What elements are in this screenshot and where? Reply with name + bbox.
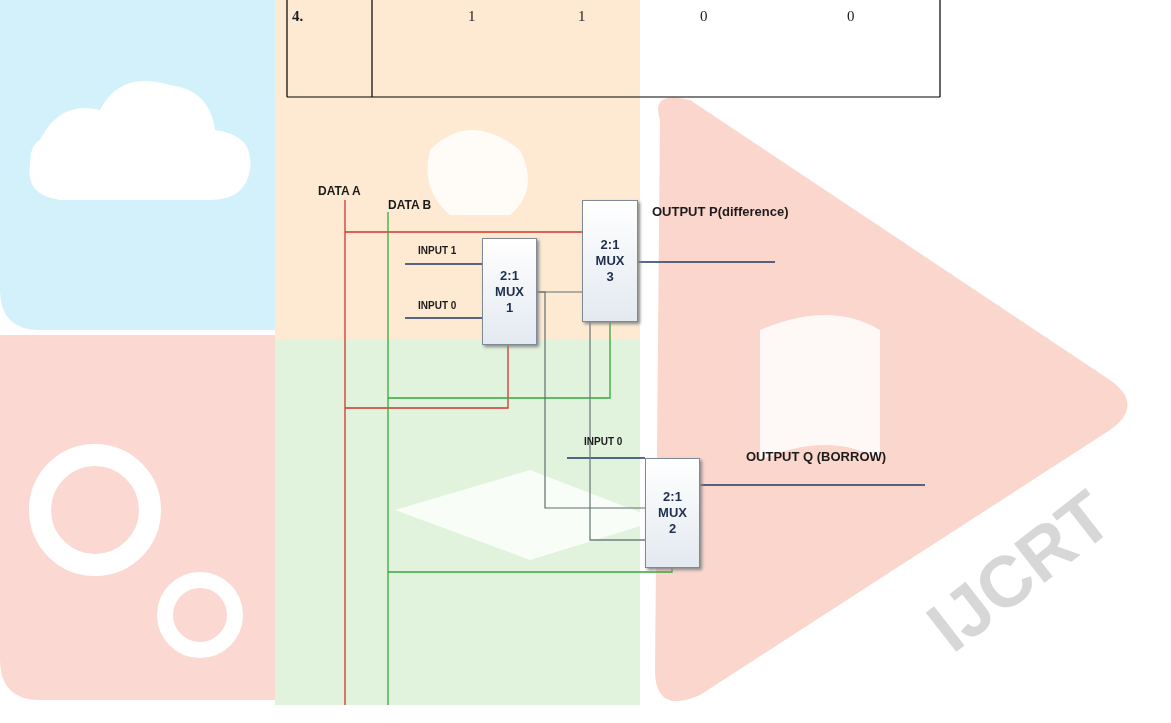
mux-label: 2:1 MUX 3 (596, 237, 625, 285)
signal-name: DATA B (388, 198, 431, 212)
table-cell: 0 (847, 8, 855, 25)
mux-block: 2:1 MUX 2 (645, 458, 700, 568)
mux-block: 2:1 MUX 3 (582, 200, 638, 322)
row-number: 4. (292, 8, 303, 25)
signal-wire (537, 292, 645, 508)
table-border (287, 0, 940, 97)
pin-name: INPUT 0 (584, 436, 622, 447)
signal-wires (345, 200, 925, 705)
table-cell: 0 (700, 8, 708, 25)
output-name: OUTPUT P(difference) (652, 204, 789, 219)
table-cell: 1 (468, 8, 476, 25)
mux-label: 2:1 MUX 1 (495, 268, 524, 316)
pin-name: INPUT 1 (418, 245, 456, 256)
mux-block: 2:1 MUX 1 (482, 238, 537, 345)
mux-label: 2:1 MUX 2 (658, 489, 687, 537)
table-cell: 1 (578, 8, 586, 25)
watermark-logo (0, 0, 1128, 705)
pin-name: INPUT 0 (418, 300, 456, 311)
output-name: OUTPUT Q (BORROW) (746, 449, 886, 464)
signal-name: DATA A (318, 184, 361, 198)
